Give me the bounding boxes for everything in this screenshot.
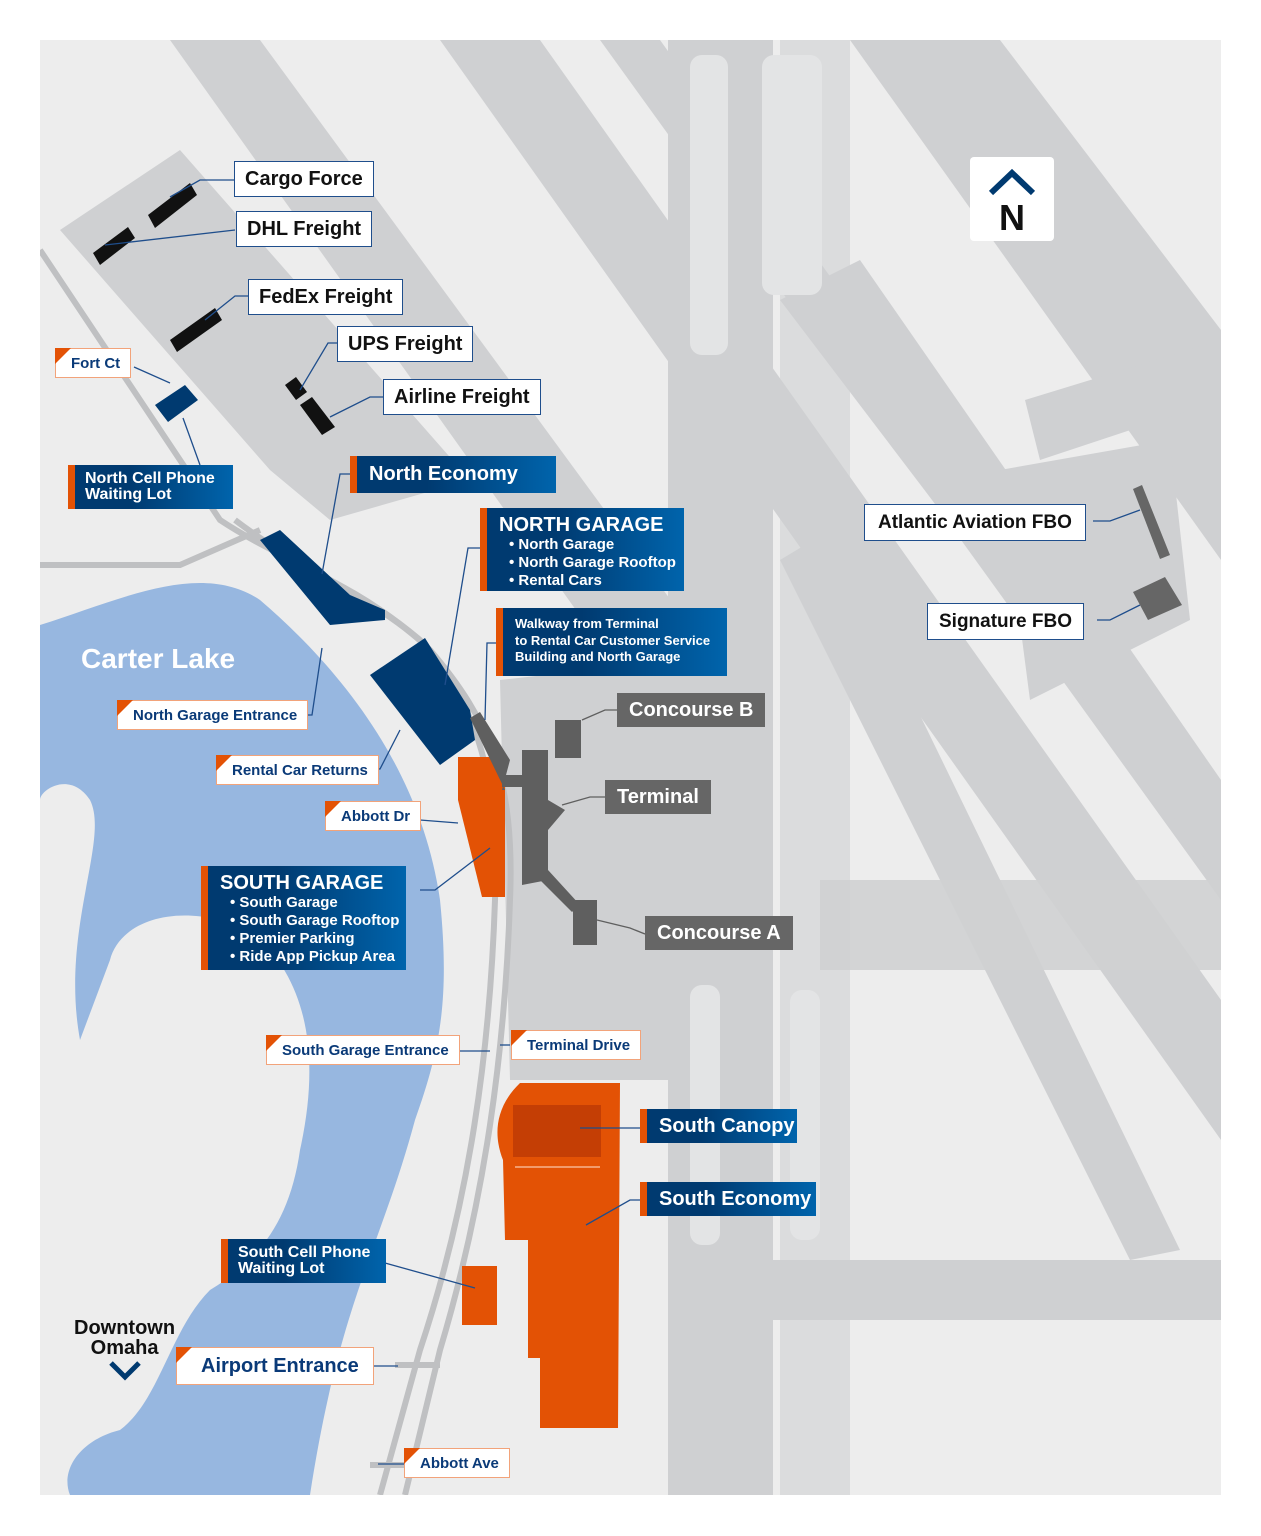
south-garage-item: • Ride App Pickup Area: [230, 948, 396, 965]
north-label: N: [999, 197, 1025, 238]
walkway-line1: Walkway from Terminal: [515, 616, 659, 631]
downtown-omaha-label: Downtown Omaha: [74, 1318, 175, 1388]
south-cell-line2: Waiting Lot: [238, 1260, 325, 1277]
carter-lake-label: Carter Lake: [81, 643, 236, 674]
ups-building: [285, 377, 307, 400]
terminal-connector: [502, 775, 524, 787]
north-economy-label: North Economy: [350, 456, 556, 493]
north-garage-item: • North Garage: [509, 536, 615, 553]
north-cell-lot: [155, 385, 198, 422]
signature-fbo-label: Signature FBO: [927, 603, 1085, 640]
concourse-b-label: Concourse B: [617, 693, 766, 727]
fedex-freight-label: FedEx Freight: [248, 279, 404, 315]
north-garage-entrance-label: North Garage Entrance: [117, 700, 309, 730]
north-cell-line1: North Cell Phone: [85, 470, 215, 487]
south-canopy: [513, 1105, 601, 1157]
fort-ct-label: Fort Ct: [55, 348, 132, 378]
abbott-ave-label: Abbott Ave: [404, 1448, 510, 1478]
concourse-b: [555, 720, 581, 758]
infield: [690, 55, 728, 355]
chevron-down-icon: [108, 1361, 141, 1381]
signature-fbo-building: [1133, 577, 1182, 620]
north-garage-label: NORTH GARAGE • North Garage • North Gara…: [480, 508, 684, 591]
taxiway: [780, 260, 1221, 880]
abbott-dr-label: Abbott Dr: [325, 801, 422, 831]
south-cell-line1: South Cell Phone: [238, 1244, 371, 1261]
north-garage: [370, 638, 475, 765]
airport-entrance-label: Airport Entrance: [176, 1347, 374, 1385]
cargo-force-label: Cargo Force: [234, 161, 374, 197]
south-cell-lot: [462, 1266, 497, 1325]
terminal-label: Terminal: [605, 780, 711, 814]
airline-freight-building: [300, 397, 335, 435]
cargo-apron: [60, 150, 470, 520]
south-cell-lot-label: South Cell Phone Waiting Lot: [221, 1239, 386, 1283]
concourse-a: [573, 900, 597, 945]
north-garage-item: • Rental Cars: [509, 572, 602, 589]
south-garage-item: • South Garage: [230, 894, 338, 911]
walkway-label: Walkway from Terminal to Rental Car Cust…: [496, 608, 727, 676]
south-garage-entrance-label: South Garage Entrance: [266, 1035, 460, 1065]
terminal-drive-label: Terminal Drive: [511, 1030, 642, 1060]
south-economy-lot: [497, 1083, 620, 1428]
north-cell-line2: Waiting Lot: [85, 486, 172, 503]
south-canopy-label: South Canopy: [640, 1109, 797, 1143]
north-garage-item: • North Garage Rooftop: [509, 554, 676, 571]
south-garage-item: • Premier Parking: [230, 930, 355, 947]
walkway-line3: Building and North Garage: [515, 649, 681, 664]
north-compass: N: [970, 157, 1054, 241]
south-garage: [458, 757, 505, 897]
rental-car-returns-label: Rental Car Returns: [216, 755, 379, 785]
north-economy-lot: [260, 530, 385, 625]
road: [233, 517, 514, 1495]
walkway: [470, 712, 510, 790]
road: [40, 527, 262, 568]
dhl-building: [93, 227, 135, 265]
direction-line1: Downtown: [74, 1317, 176, 1339]
atlantic-aviation-fbo-label: Atlantic Aviation FBO: [864, 504, 1086, 541]
ups-freight-label: UPS Freight: [337, 326, 474, 362]
walkway-line2: to Rental Car Customer Service: [515, 632, 711, 648]
north-arrow-icon: [988, 168, 1036, 196]
south-garage-item: • South Garage Rooftop: [230, 912, 400, 929]
airline-freight-label: Airline Freight: [383, 379, 541, 415]
cargo-force-building: [148, 183, 197, 228]
north-garage-title: NORTH GARAGE: [499, 514, 664, 536]
atlantic-fbo-building: [1133, 485, 1170, 559]
south-garage-label: SOUTH GARAGE • South Garage • South Gara…: [201, 866, 406, 970]
concourse-a-label: Concourse A: [645, 916, 793, 950]
cross-runway: [1025, 340, 1221, 460]
dhl-freight-label: DHL Freight: [236, 211, 373, 247]
south-economy-label: South Economy: [640, 1182, 816, 1216]
north-cell-lot-label: North Cell Phone Waiting Lot: [68, 465, 233, 509]
south-garage-title: SOUTH GARAGE: [220, 872, 384, 894]
direction-line2: Omaha: [90, 1337, 159, 1359]
terminal-building: [522, 750, 565, 885]
fedex-building: [170, 308, 222, 352]
